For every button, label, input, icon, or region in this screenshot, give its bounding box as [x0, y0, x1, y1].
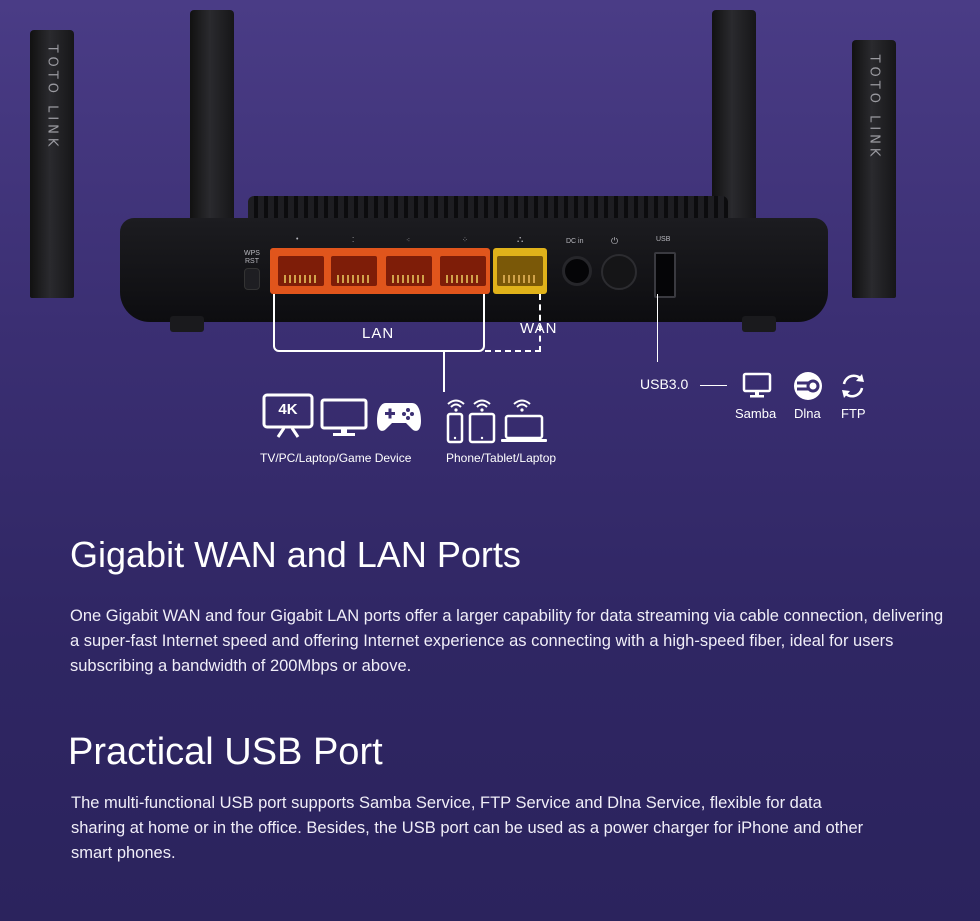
wifi-icon [446, 398, 466, 417]
dc-in-label: DC in [566, 238, 584, 245]
lan-port [331, 256, 377, 286]
service-label-ftp: FTP [841, 406, 866, 421]
wps-rst-button [244, 268, 260, 290]
device-label-tv-pc: TV/PC/Laptop/Game Device [260, 451, 412, 465]
power-icon: ⏻ [611, 236, 619, 246]
router-foot [742, 316, 776, 332]
dlna-icon [792, 371, 824, 406]
wifi-icon [512, 398, 532, 417]
power-button [601, 254, 637, 290]
phone-icon [446, 412, 464, 449]
wan-bracket [485, 294, 541, 352]
dc-in-jack [562, 256, 592, 286]
usb-dash [700, 385, 727, 386]
wan-globe-icon: ⛬ [517, 234, 524, 244]
service-label-samba: Samba [735, 406, 777, 421]
monitor-icon [320, 398, 368, 443]
lan-label: LAN [362, 325, 395, 342]
wifi-icon [472, 398, 492, 417]
lan-bracket [273, 294, 485, 352]
tablet-icon [468, 412, 496, 449]
router-vent-ribs [248, 196, 728, 220]
router-foot [170, 316, 204, 332]
antenna-left-outer: TOTO LINK [30, 30, 74, 298]
wan-label: WAN [520, 320, 558, 337]
usb-connector-line [657, 294, 658, 362]
tv-4k-icon: 4K [262, 393, 314, 439]
lan-port-marker: ⁘ [462, 237, 468, 244]
lan-port [440, 256, 486, 286]
section-title-usb: Practical USB Port [68, 731, 383, 773]
usb-port [654, 252, 676, 298]
section-body-usb: The multi-functional USB port supports S… [71, 794, 864, 862]
wps-label: WPS RST [244, 250, 260, 265]
lan-port-marker: ⁚ [352, 237, 355, 244]
lan-port-marker: ⁖ [406, 237, 411, 244]
samba-monitor-icon [742, 372, 772, 405]
laptop-icon [500, 414, 548, 449]
gamepad-icon [376, 399, 422, 440]
lan-port [386, 256, 432, 286]
device-label-phone: Phone/Tablet/Laptop [446, 451, 557, 465]
lan-port-marker: • [296, 236, 299, 243]
brand-logo: TOTO LINK [866, 54, 882, 161]
wan-port [497, 256, 543, 286]
section-title-gigabit: Gigabit WAN and LAN Ports [70, 534, 521, 575]
antenna-right-outer: TOTO LINK [852, 40, 896, 298]
wan-port-group [493, 248, 547, 294]
lan-port-group [270, 248, 490, 294]
ftp-sync-icon [838, 371, 868, 406]
usb-version-label: USB3.0 [640, 376, 689, 392]
lan-port [278, 256, 324, 286]
service-label-dlna: Dlna [794, 406, 821, 421]
connector-line [443, 350, 445, 392]
usb-small-label: USB [656, 236, 671, 243]
tv-badge: 4K [278, 401, 298, 418]
section-body-gigabit: One Gigabit WAN and four Gigabit LAN por… [70, 607, 944, 675]
router-illustration: TOTO LINK TOTO LINK WPS RST • ⁚ ⁖ ⁘ ⛬ DC… [30, 10, 896, 465]
brand-logo: TOTO LINK [44, 44, 60, 151]
